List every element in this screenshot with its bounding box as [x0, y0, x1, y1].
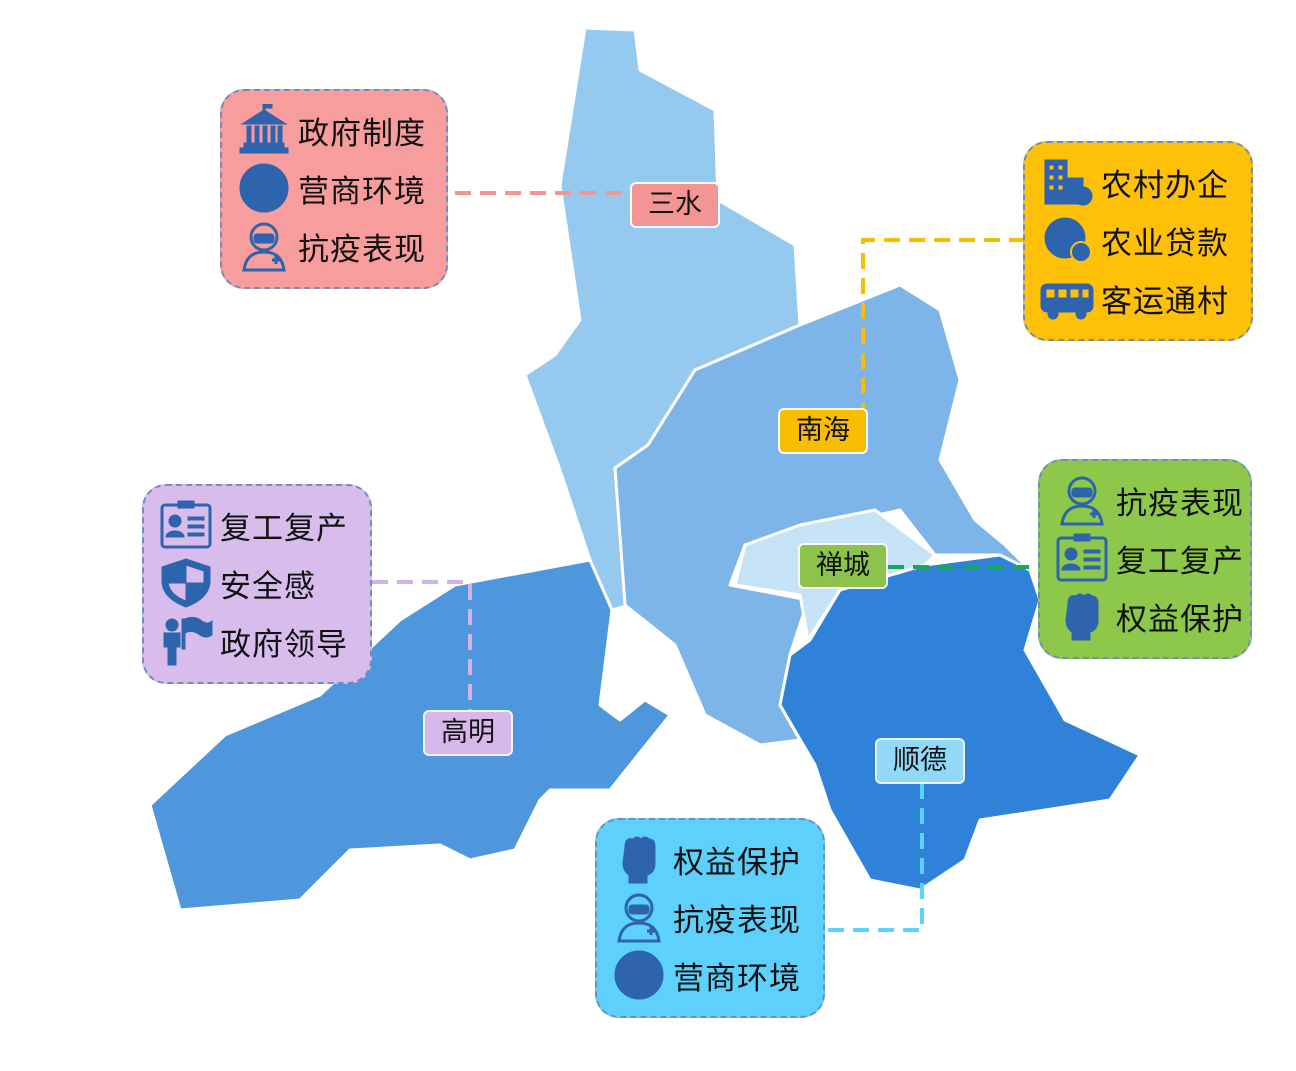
leader-line-nanhai: [861, 238, 1025, 412]
card-item: 农业贷款: [1039, 211, 1237, 269]
card-item: 复工复产: [158, 496, 356, 554]
masked-doctor-icon: [242, 222, 286, 272]
info-card-nanhai: 农村办企 农业贷款 客运通村: [1023, 141, 1253, 341]
card-item-label: 复工复产: [1116, 543, 1244, 580]
card-item: 客运通村: [1039, 269, 1237, 327]
id-card-icon: [160, 500, 212, 549]
card-item-label: 安全感: [220, 568, 316, 605]
card-item: 营商环境: [611, 946, 809, 1004]
card-item-label: 营商环境: [673, 960, 801, 997]
id-card-icon: [1056, 533, 1108, 582]
district-tag-gaoming[interactable]: 高明: [425, 712, 511, 754]
card-item-label: 抗疫表现: [298, 231, 426, 268]
loan-clock-icon: [1044, 217, 1092, 263]
district-tag-sanshui[interactable]: 三水: [632, 184, 718, 226]
region-gaoming[interactable]: [148, 558, 672, 912]
leader-line-gaoming: [372, 580, 472, 712]
card-item-label: 抗疫表现: [1116, 485, 1244, 522]
globe-icon: [614, 950, 664, 1000]
leader-line-shunde: [825, 783, 924, 932]
card-item: 安全感: [158, 554, 356, 612]
card-item-label: 政府领导: [220, 626, 348, 663]
government-building-icon: [239, 104, 289, 154]
district-tag-chancheng[interactable]: 禅城: [800, 545, 886, 587]
card-item: 抗疫表现: [236, 217, 432, 275]
info-card-sanshui: 政府制度 营商环境 抗疫表现: [220, 89, 448, 289]
district-tag-nanhai[interactable]: 南海: [780, 410, 866, 452]
masked-doctor-icon: [617, 893, 661, 943]
card-item-label: 权益保护: [1116, 601, 1244, 638]
fist-icon: [1065, 593, 1099, 641]
card-item-label: 营商环境: [298, 173, 426, 210]
card-item-label: 抗疫表现: [673, 902, 801, 939]
card-item: 政府制度: [236, 101, 432, 159]
district-tag-shunde[interactable]: 顺德: [877, 740, 963, 782]
info-card-shunde: 权益保护 抗疫表现 营商环境: [595, 818, 825, 1018]
card-item: 权益保护: [611, 830, 809, 888]
card-item: 复工复产: [1054, 529, 1243, 587]
card-item: 权益保护: [1054, 587, 1243, 645]
card-item-label: 权益保护: [673, 844, 801, 881]
info-card-chancheng: 抗疫表现 复工复产 权益保护: [1038, 459, 1252, 659]
masked-doctor-icon: [1060, 476, 1104, 526]
shield-icon: [161, 558, 211, 608]
card-item: 抗疫表现: [1054, 471, 1243, 529]
card-item: 农村办企: [1039, 153, 1237, 211]
leader-flag-icon: [163, 616, 213, 666]
region-shunde[interactable]: [778, 553, 1142, 892]
card-item-label: 客运通村: [1101, 283, 1229, 320]
card-item: 营商环境: [236, 159, 432, 217]
globe-icon: [239, 163, 289, 213]
card-item: 政府领导: [158, 612, 356, 670]
card-item-label: 农业贷款: [1101, 225, 1229, 262]
fist-icon: [622, 836, 656, 884]
card-item-label: 复工复产: [220, 510, 348, 547]
info-card-gaoming: 复工复产 安全感 政府领导: [142, 484, 372, 684]
card-item-label: 农村办企: [1101, 167, 1229, 204]
region-nanhai[interactable]: [613, 283, 1032, 747]
bus-icon: [1040, 283, 1094, 320]
card-item: 抗疫表现: [611, 888, 809, 946]
card-item-label: 政府制度: [298, 115, 426, 152]
factory-icon: [1044, 159, 1093, 206]
